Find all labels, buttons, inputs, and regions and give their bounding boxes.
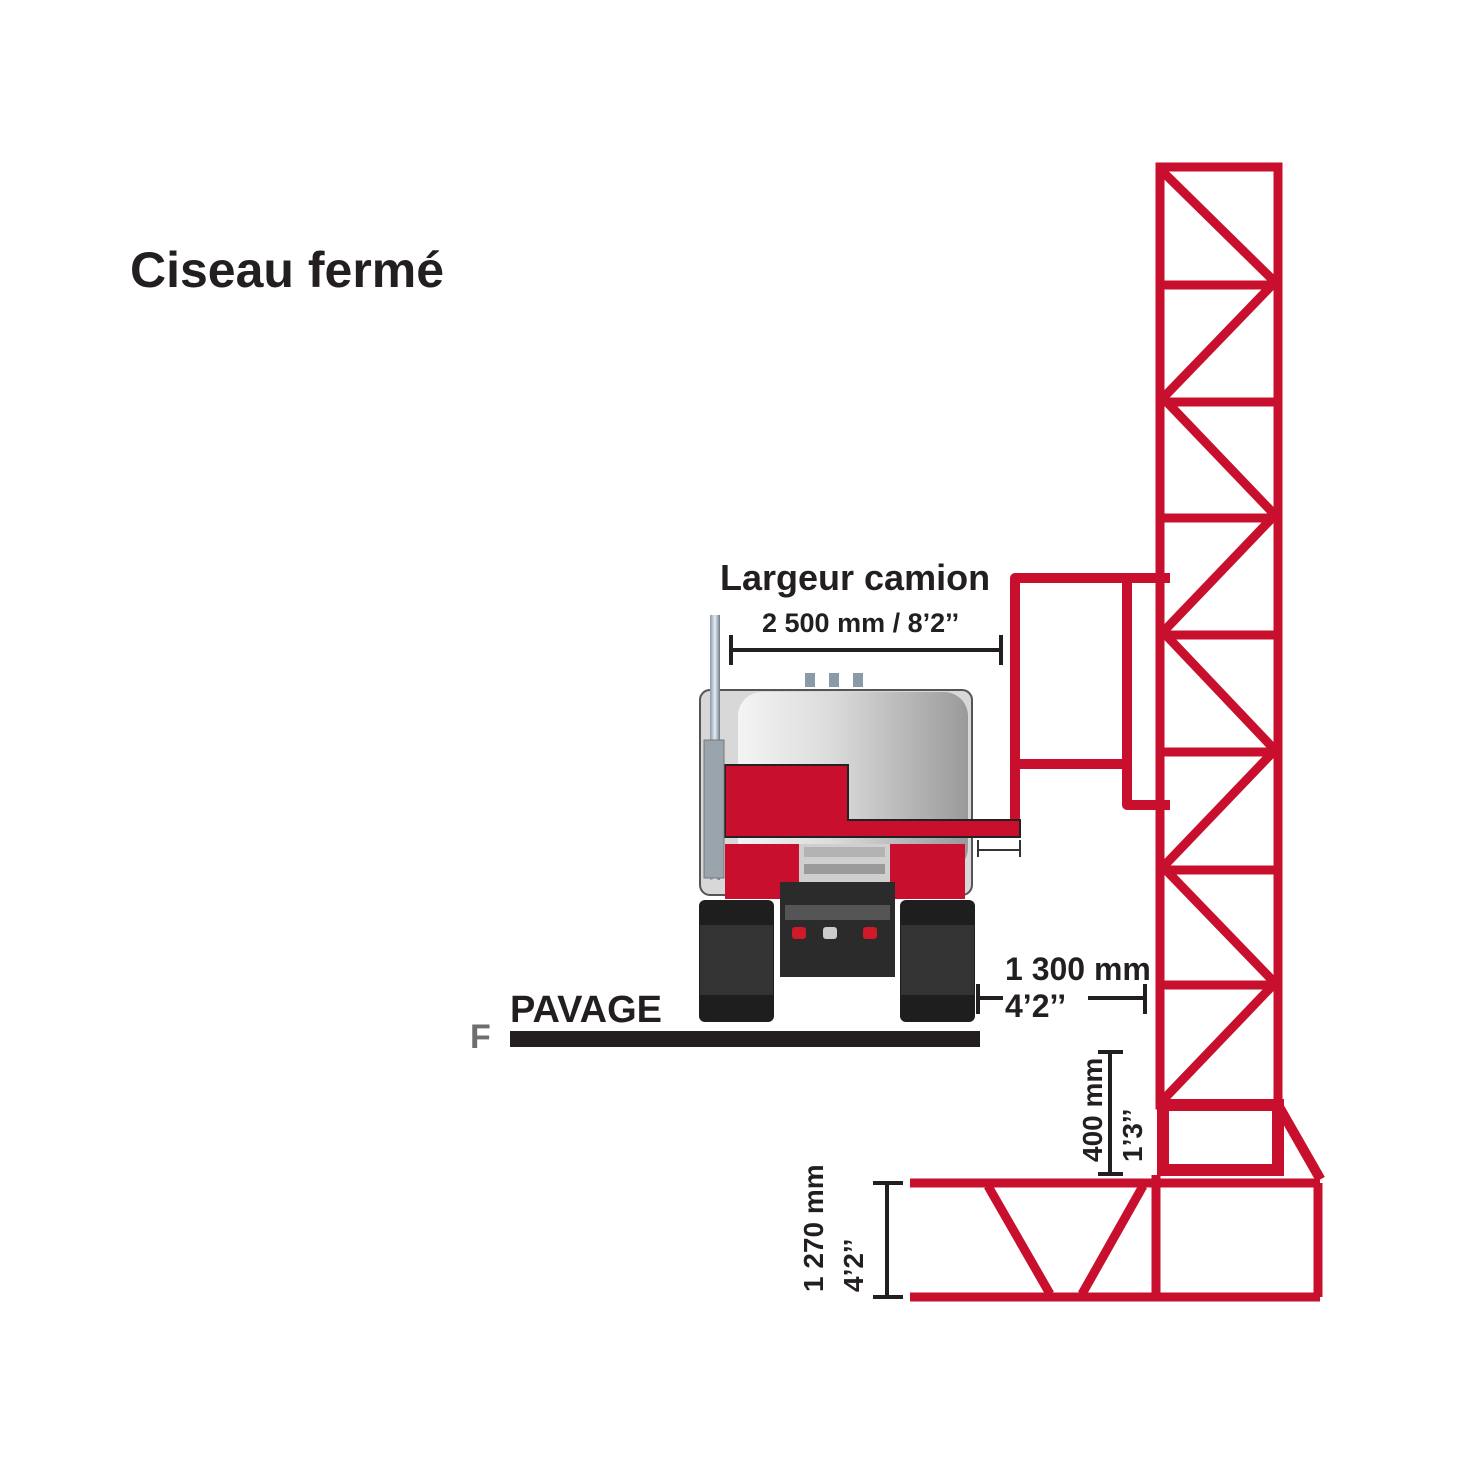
offset-mm: 1 300 mm: [1005, 951, 1151, 987]
offset-dimension: [976, 984, 1147, 1014]
platform-arm: [1010, 573, 1170, 828]
tower-rungs: [1160, 280, 1278, 990]
base-height-mm: 1 270 mm: [798, 1164, 829, 1292]
base-frame: [910, 1175, 1323, 1302]
truck-width-label: Largeur camion: [720, 557, 990, 598]
truck-width-dimension: [729, 635, 1003, 665]
offset-imperial: 4’2’’: [1005, 988, 1066, 1024]
step-height-mm: 400 mm: [1077, 1058, 1108, 1162]
pavement-marker: F: [470, 1018, 491, 1056]
tower-frame: [1155, 162, 1325, 1182]
step-height-dimension: [1098, 1050, 1123, 1176]
diagram-title: Ciseau fermé: [130, 242, 444, 298]
truck-width-value: 2 500 mm / 8’2’’: [762, 608, 959, 638]
base-height-dimension: [873, 1181, 903, 1299]
step-height-imperial: 1’3’’: [1117, 1109, 1148, 1162]
pavement-line: [510, 1031, 980, 1047]
pavement-label: PAVAGE: [510, 989, 662, 1031]
truck-illustration: [699, 615, 1021, 1022]
base-height-imperial: 4’2’’: [838, 1239, 869, 1292]
